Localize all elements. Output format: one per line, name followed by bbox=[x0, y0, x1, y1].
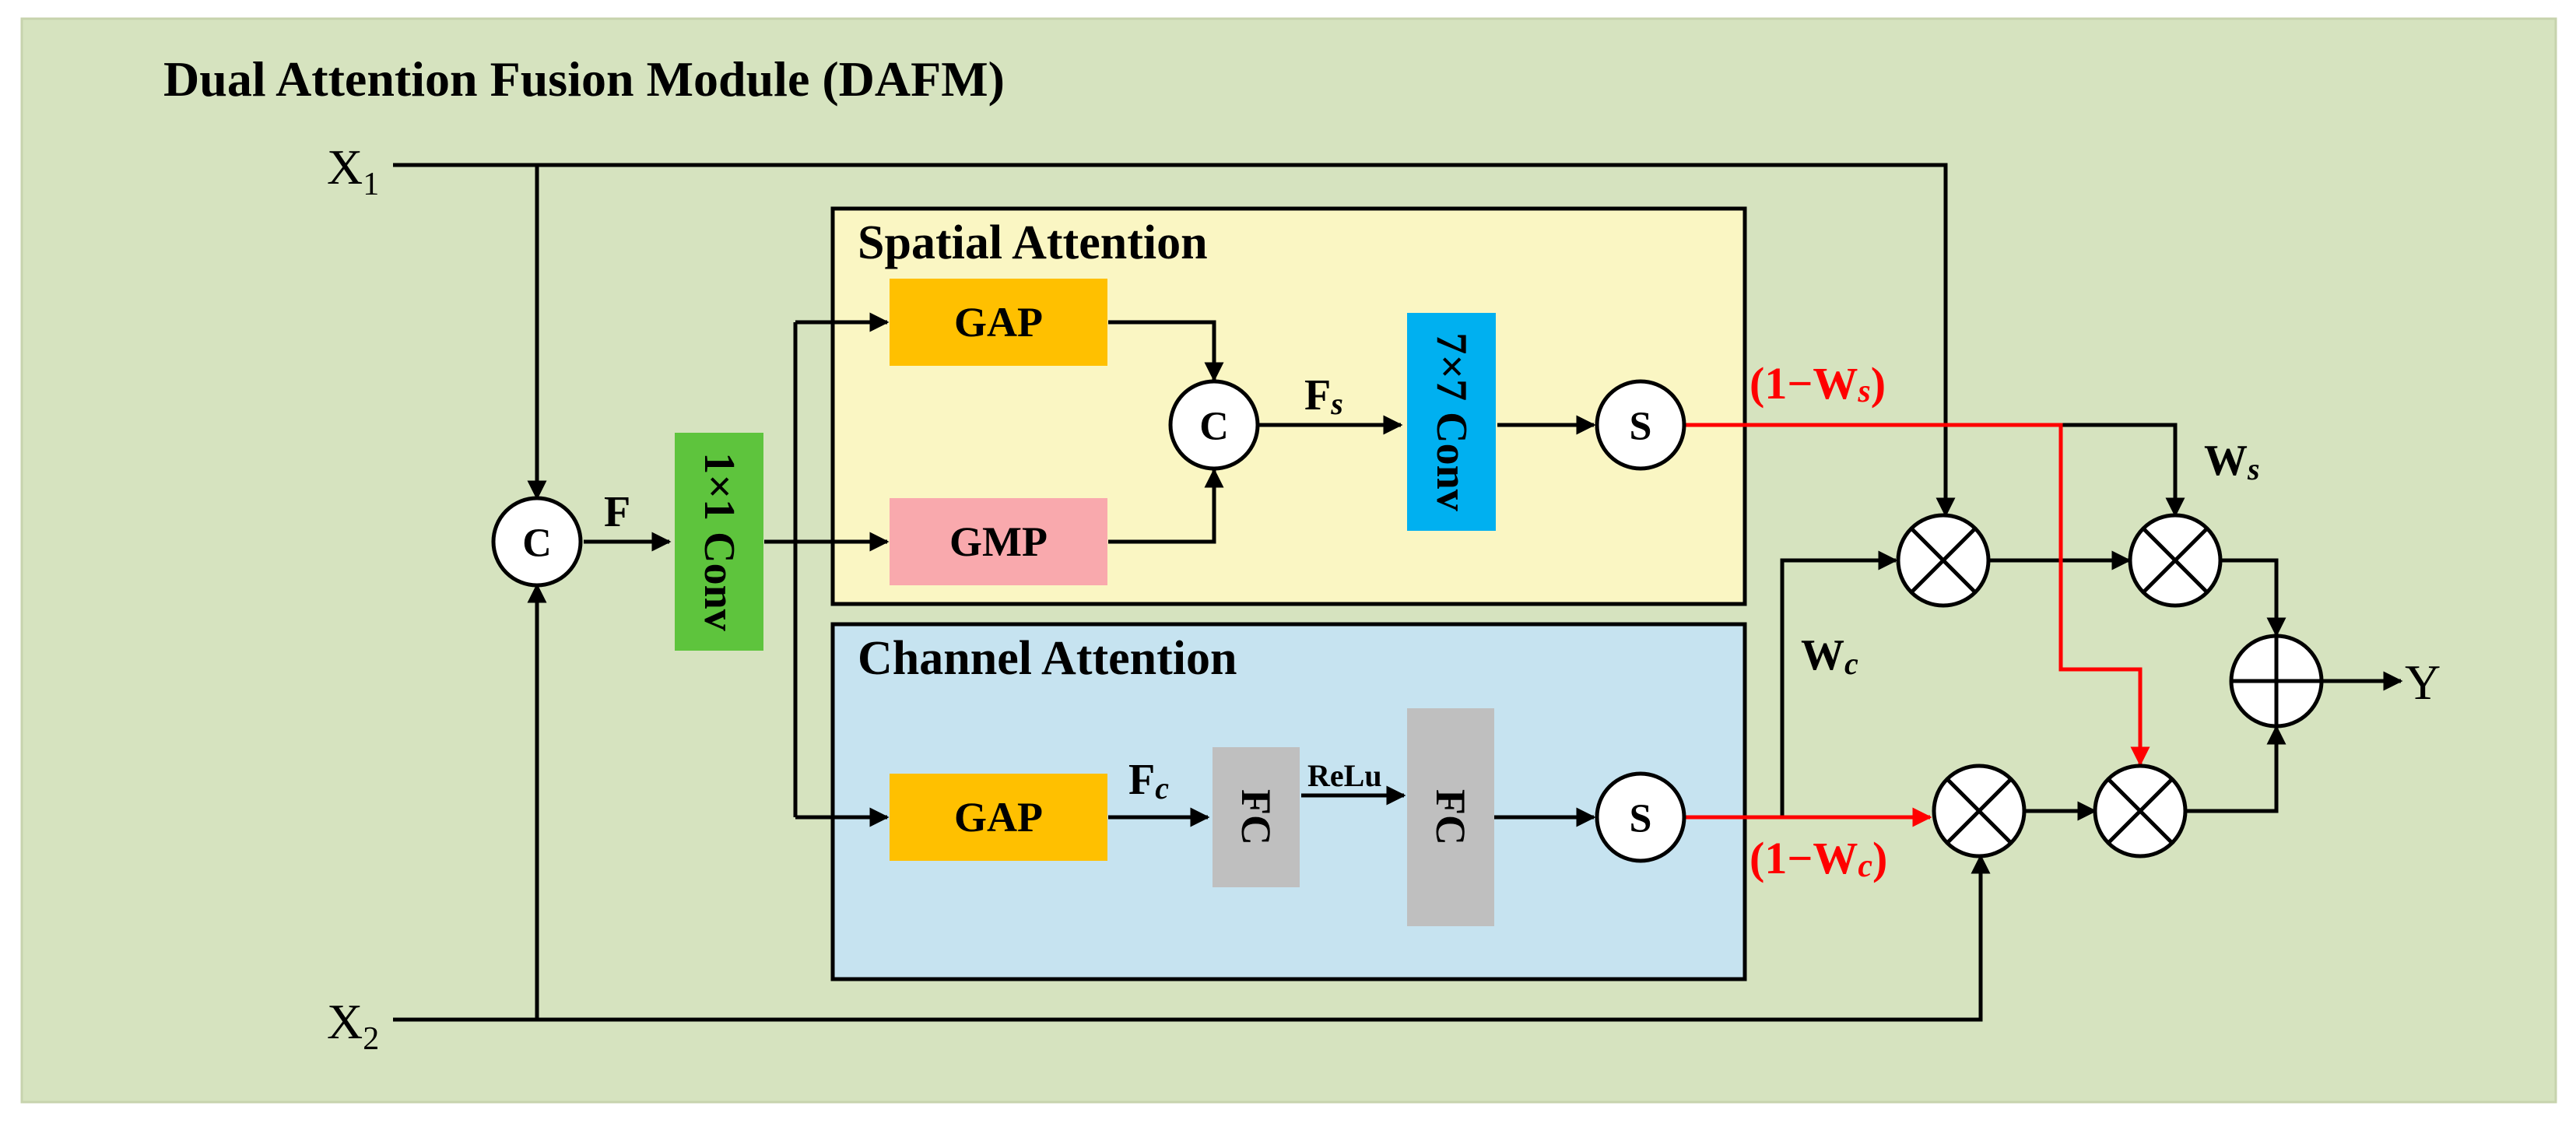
red-connections bbox=[1684, 423, 2150, 827]
input-x1-label: X1 bbox=[327, 139, 379, 202]
channel-gap-label: GAP bbox=[954, 794, 1043, 841]
feature-fs-label: Fs bbox=[1304, 371, 1343, 421]
concat-node: C bbox=[491, 496, 583, 588]
channel-attention-title: Channel Attention bbox=[858, 632, 1237, 685]
spatial-sigmoid-symbol: S bbox=[1630, 405, 1652, 449]
conv1x1-block bbox=[675, 433, 763, 651]
fc1-block bbox=[1213, 747, 1300, 887]
channel-gap-block bbox=[890, 774, 1107, 861]
wc-label: Wc bbox=[1801, 631, 1858, 681]
output-y-label: Y bbox=[2405, 655, 2441, 710]
conv1x1-label: 1×1 Conv bbox=[695, 452, 743, 631]
mul4-to-add bbox=[2186, 725, 2286, 813]
fc2-label: FC bbox=[1427, 789, 1474, 845]
conv7x7-label: 7×7 Conv bbox=[1427, 332, 1476, 511]
gmp-to-concat2 bbox=[1108, 468, 1224, 544]
multiply-node-2 bbox=[2128, 513, 2223, 608]
one-minus-ws-path bbox=[1684, 423, 2150, 767]
connections bbox=[393, 163, 2403, 1022]
multiply-node-4 bbox=[2093, 764, 2188, 858]
ws-label: Ws bbox=[2204, 437, 2260, 486]
spatial-gap-block bbox=[890, 279, 1107, 366]
feature-f-label: F bbox=[604, 488, 630, 536]
feature-fc-label: Fc bbox=[1128, 756, 1169, 806]
spatial-concat-symbol: C bbox=[1199, 405, 1229, 449]
concat-symbol: C bbox=[522, 521, 552, 566]
wc-path bbox=[1780, 550, 1898, 817]
fc1-label: FC bbox=[1233, 789, 1279, 845]
spatial-attention-title: Spatial Attention bbox=[858, 216, 1208, 269]
diagram-title: Dual Attention Fusion Module (DAFM) bbox=[163, 51, 1005, 107]
multiply-icon bbox=[1946, 778, 2013, 844]
input-x2-label: X2 bbox=[327, 994, 379, 1057]
spatial-gmp-label: GMP bbox=[949, 518, 1048, 565]
x2-line bbox=[393, 854, 1991, 1022]
plus-icon bbox=[2231, 636, 2322, 726]
x1-line bbox=[393, 163, 1956, 518]
one-minus-wc-label: (1−Wc) bbox=[1750, 833, 1887, 884]
spatial-gmp-block bbox=[890, 498, 1107, 585]
multiply-node-3 bbox=[1932, 764, 2027, 858]
channel-sigmoid-node: S bbox=[1595, 771, 1686, 863]
one-minus-ws-label: (1−Ws) bbox=[1750, 358, 1886, 409]
add-node bbox=[2229, 634, 2324, 729]
conv7x7-block bbox=[1407, 313, 1496, 531]
mul2-to-add bbox=[2220, 558, 2286, 637]
ws-path bbox=[2062, 423, 2185, 518]
multiply-icon bbox=[2142, 527, 2209, 594]
gap-to-concat2 bbox=[1108, 320, 1224, 382]
spatial-gap-label: GAP bbox=[954, 299, 1043, 346]
channel-sigmoid-symbol: S bbox=[1630, 797, 1652, 841]
multiply-icon bbox=[1910, 527, 1977, 594]
relu-label: ReLu bbox=[1307, 758, 1382, 793]
fc2-block bbox=[1407, 708, 1494, 926]
multiply-node-1 bbox=[1896, 513, 1991, 608]
spatial-sigmoid-node: S bbox=[1595, 379, 1686, 471]
multiply-icon bbox=[2107, 778, 2174, 844]
spatial-concat-node: C bbox=[1168, 379, 1260, 471]
